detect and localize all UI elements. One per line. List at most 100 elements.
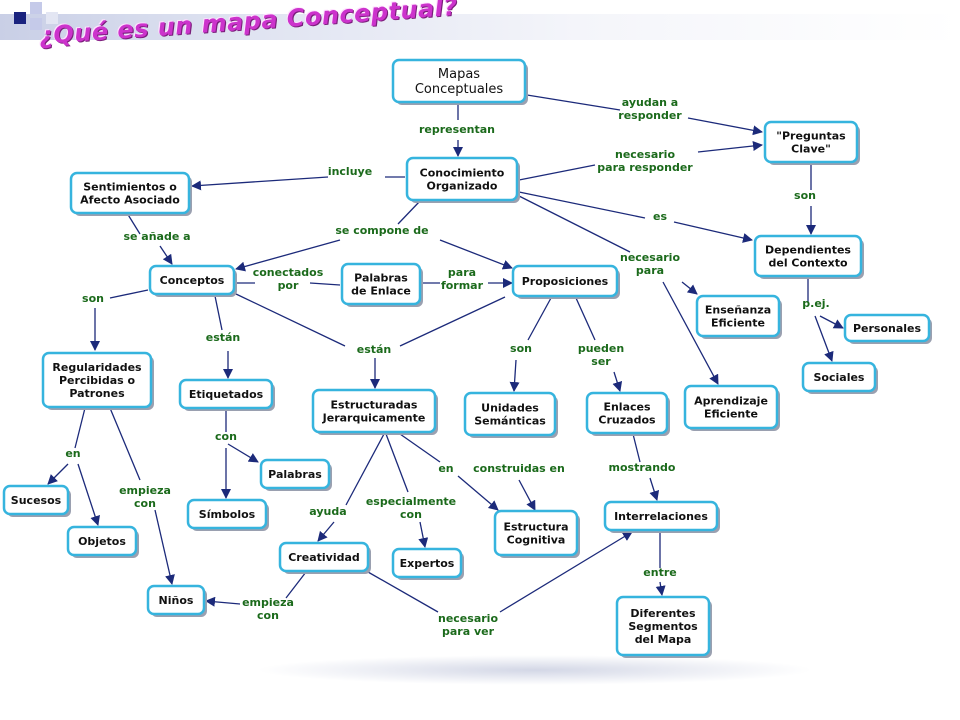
link-label-en-reg: en xyxy=(65,447,80,460)
node-box xyxy=(463,391,557,437)
node-box xyxy=(278,541,370,573)
decor-square-light xyxy=(30,2,42,14)
connector-line xyxy=(399,296,506,347)
node-box xyxy=(146,584,206,616)
node-label: Personales xyxy=(853,322,922,335)
node-box xyxy=(391,547,463,579)
connector-line xyxy=(109,407,141,481)
link-label-mostrando: mostrando xyxy=(609,461,676,474)
node-label: Sociales xyxy=(814,371,865,384)
link-label-con: con xyxy=(215,430,237,443)
link-label-en-est: en xyxy=(438,462,453,475)
connector-line xyxy=(235,293,346,347)
link-label-son-conc: son xyxy=(82,292,104,305)
concept-node-objetos: Objetos xyxy=(66,525,139,558)
connector-line xyxy=(191,176,329,191)
link-label-ayuda: ayuda xyxy=(309,505,346,518)
connector-line xyxy=(527,297,552,341)
connector-line xyxy=(518,191,646,219)
node-box xyxy=(843,313,931,343)
link-label-estan-jer: están xyxy=(357,343,392,356)
connector-line xyxy=(814,315,834,362)
connector-line xyxy=(47,463,69,485)
connector-line xyxy=(697,141,763,153)
node-box xyxy=(405,156,519,202)
node-box xyxy=(340,262,422,306)
title-bar-gradient xyxy=(0,14,960,40)
node-box xyxy=(753,234,863,278)
connector-line xyxy=(662,281,719,385)
node-label: Palabras xyxy=(268,468,322,481)
node-box xyxy=(186,498,268,530)
concept-node-simbolos: Símbolos xyxy=(186,498,269,531)
connector-line xyxy=(518,195,631,253)
link-label-son-prop: son xyxy=(510,342,532,355)
connector-line xyxy=(309,282,341,286)
concept-node-proposiciones: Proposiciones xyxy=(511,264,620,299)
node-box xyxy=(511,264,619,298)
node-box xyxy=(69,171,191,215)
node-label: Etiquetados xyxy=(189,388,264,401)
link-label-se-anade: se añade a xyxy=(123,230,190,243)
node-box xyxy=(801,361,877,393)
concept-node-palabras: Palabras xyxy=(259,458,332,491)
connector-line xyxy=(317,521,335,542)
connector-line xyxy=(457,475,499,511)
link-label-se-compone: se compone de xyxy=(335,224,428,237)
connector-line xyxy=(509,359,520,392)
node-label: Sucesos xyxy=(11,494,62,507)
node-box xyxy=(66,525,138,557)
decor-square-light xyxy=(46,12,58,24)
concept-node-ninos: Niños xyxy=(146,584,207,617)
connector-line xyxy=(214,295,223,331)
decor-square-light xyxy=(30,18,42,30)
concept-node-expertos: Expertos xyxy=(391,547,464,580)
concept-node-personales: Personales xyxy=(843,313,932,344)
connector-line xyxy=(235,239,341,272)
connector-line xyxy=(397,200,421,225)
connector-line xyxy=(518,164,596,181)
connector-line xyxy=(159,245,173,265)
node-box xyxy=(683,384,779,430)
connector-line xyxy=(399,433,441,463)
concept-node-sociales: Sociales xyxy=(801,361,878,394)
node-label: Objetos xyxy=(78,535,126,548)
concept-node-interrelaciones: Interrelaciones xyxy=(603,500,720,533)
node-box xyxy=(259,458,331,490)
decor-square-dark xyxy=(14,12,26,24)
connector-line xyxy=(154,509,175,585)
connector-line xyxy=(575,297,596,341)
node-label: Proposiciones xyxy=(522,275,609,288)
connector-line xyxy=(109,289,149,299)
node-box xyxy=(615,595,711,657)
node-box xyxy=(311,388,437,434)
node-box xyxy=(391,58,527,104)
connector-line xyxy=(819,315,844,329)
link-label-construidas: construidas en xyxy=(473,462,565,475)
